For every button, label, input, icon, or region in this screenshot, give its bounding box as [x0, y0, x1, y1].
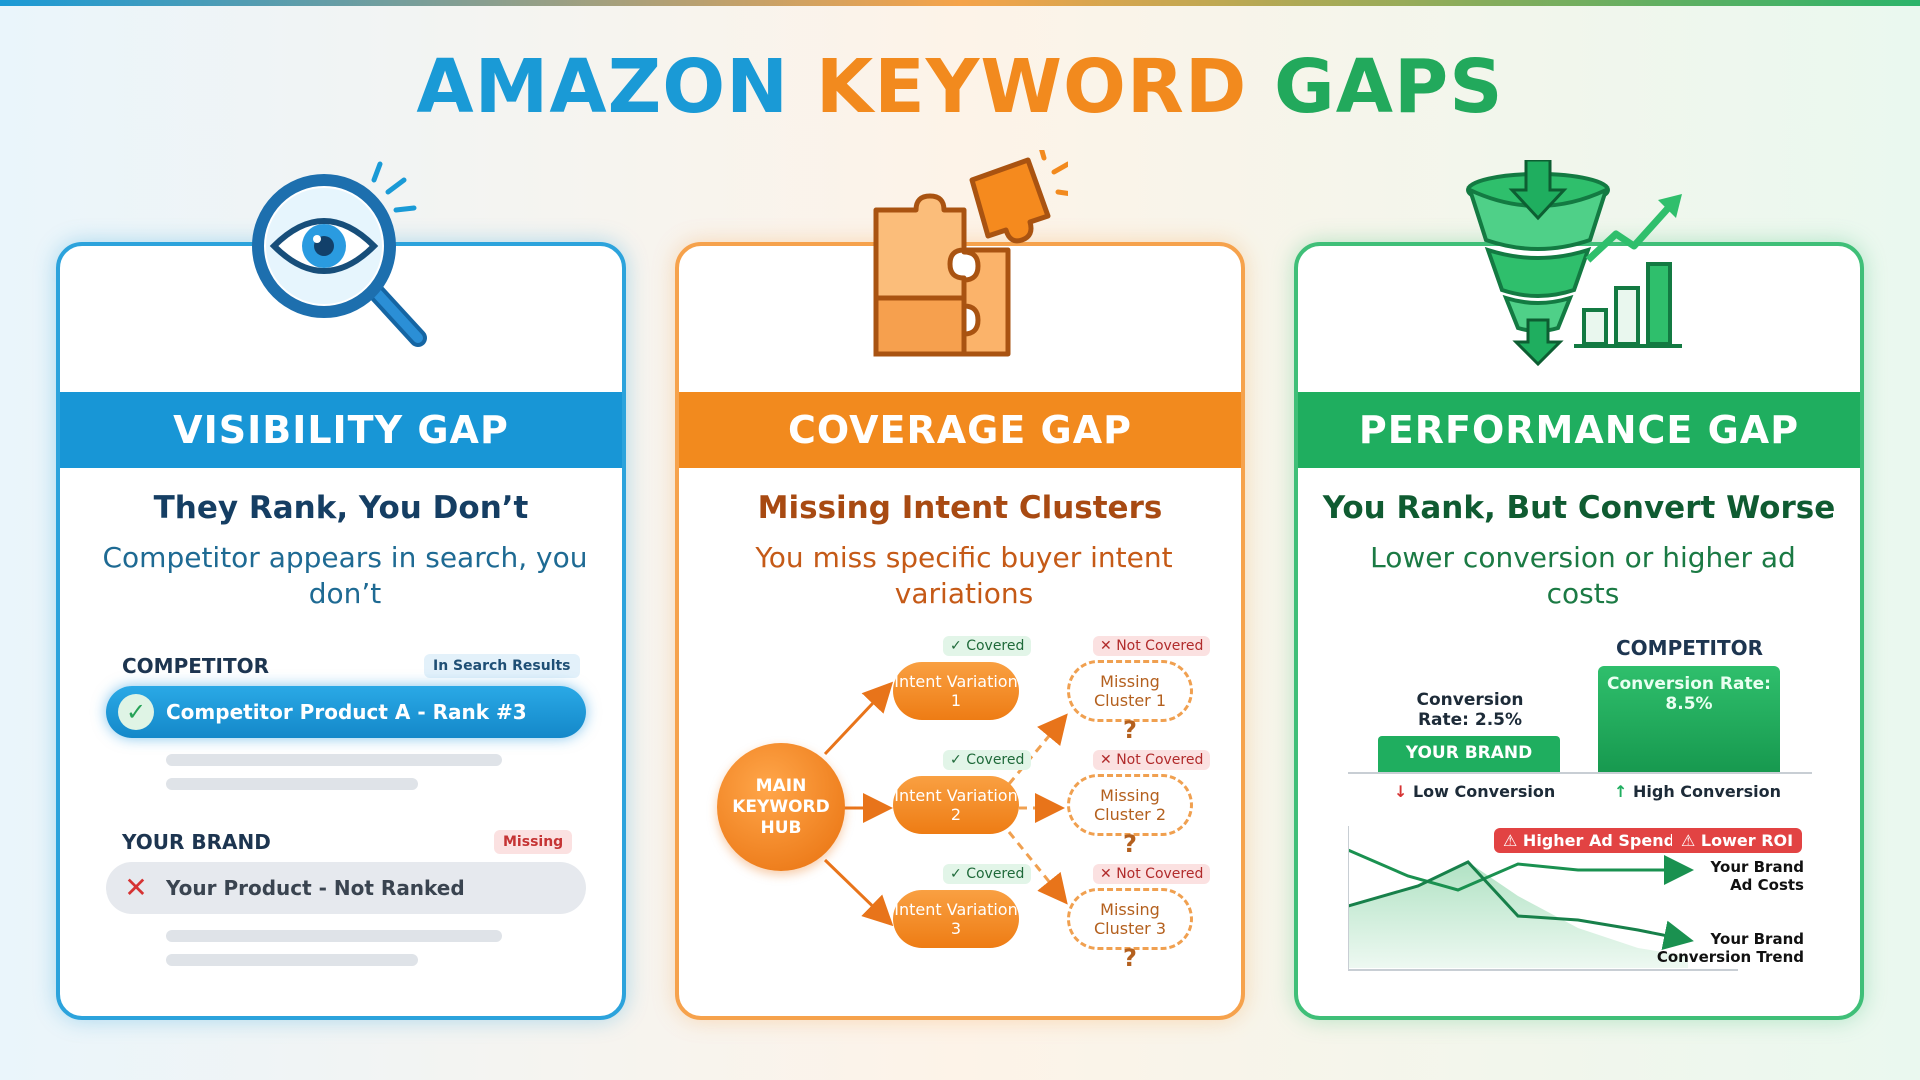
- main-keyword-hub: MAIN KEYWORD HUB: [717, 743, 845, 871]
- missing-cluster-3: Missing Cluster 3: [1067, 888, 1193, 950]
- in-search-results-chip: In Search Results: [424, 654, 580, 678]
- top-gradient-bar: [0, 0, 1920, 6]
- x-icon: ✕: [124, 871, 148, 904]
- your-product-text: Your Product - Not Ranked: [166, 876, 465, 900]
- intent-variation-2: Intent Variation 2: [893, 776, 1019, 834]
- performance-gap-description: Lower conversion or higher ad costs: [1370, 541, 1796, 610]
- coverage-connectors: [823, 681, 1068, 927]
- competitor-label: COMPETITOR: [122, 654, 270, 678]
- low-conversion-label: ↓ Low Conversion: [1394, 782, 1556, 801]
- ad-costs-line: [1348, 848, 1694, 892]
- intent-variation-3: Intent Variation 3: [893, 890, 1019, 948]
- coverage-gap-subtitle: Missing Intent Clusters: [757, 490, 1163, 526]
- coverage-gap-card: COVERAGE GAP Missing Intent Clusters You…: [675, 242, 1245, 1020]
- higher-ad-spend-warning: ⚠ Higher Ad Spend: [1494, 828, 1685, 853]
- visibility-gap-card: VISIBILITY GAP They Rank, You Don’t Comp…: [56, 242, 626, 1020]
- puzzle-icon: [868, 150, 1068, 360]
- competitor-product-text: Competitor Product A - Rank #3: [166, 700, 527, 724]
- covered-tag: ✓ Covered: [943, 750, 1032, 770]
- question-mark: ?: [1123, 830, 1137, 858]
- not-covered-tag: ✕ Not Covered: [1093, 750, 1211, 770]
- placeholder-line: [166, 954, 418, 966]
- coverage-gap-description: You miss specific buyer intent variation…: [755, 541, 1173, 610]
- missing-chip: Missing: [494, 830, 573, 854]
- magnifier-eye-icon: [246, 160, 436, 360]
- placeholder-line: [166, 778, 418, 790]
- down-arrow-icon: ↓: [1394, 782, 1408, 801]
- not-covered-tag: ✕ Not Covered: [1093, 864, 1211, 884]
- your-brand-label: YOUR BRAND: [122, 830, 271, 854]
- title-part-amazon: AMAZON: [416, 44, 790, 130]
- ad-costs-label: Your Brand Ad Costs: [1710, 858, 1804, 894]
- missing-cluster-1: Missing Cluster 1: [1067, 660, 1193, 722]
- placeholder-line: [166, 754, 502, 766]
- bar-baseline: [1348, 772, 1812, 774]
- high-conversion-label: ↑ High Conversion: [1614, 782, 1781, 801]
- competitor-conversion-bar: Conversion Rate: 8.5%: [1598, 666, 1780, 772]
- visibility-gap-description: Competitor appears in search, you don’t: [102, 541, 588, 610]
- not-covered-tag: ✕ Not Covered: [1093, 636, 1211, 656]
- warning-icon: ⚠: [1681, 831, 1696, 850]
- lower-roi-warning: ⚠ Lower ROI: [1672, 828, 1803, 853]
- coverage-gap-header: COVERAGE GAP: [679, 392, 1241, 468]
- competitor-label: COMPETITOR: [1616, 636, 1764, 660]
- your-product-pill: ✕ Your Product - Not Ranked: [106, 862, 586, 914]
- missing-cluster-2: Missing Cluster 2: [1067, 774, 1193, 836]
- up-arrow-icon: ↑: [1614, 782, 1628, 801]
- performance-gap-subtitle: You Rank, But Convert Worse: [1322, 490, 1836, 526]
- title-part-keyword: KEYWORD: [815, 44, 1248, 130]
- question-mark: ?: [1123, 944, 1137, 972]
- your-brand-conversion-bar: YOUR BRAND: [1378, 736, 1560, 772]
- warning-icon: ⚠: [1503, 831, 1518, 850]
- check-icon: ✓: [118, 694, 154, 730]
- performance-gap-header: PERFORMANCE GAP: [1298, 392, 1860, 468]
- conversion-trend-label: Your Brand Conversion Trend: [1656, 930, 1804, 966]
- title-part-gaps: GAPS: [1274, 44, 1504, 130]
- your-brand-conversion-text: Conversion Rate: 2.5%: [1416, 690, 1524, 730]
- trend-chart: [1348, 826, 1738, 971]
- visibility-gap-subtitle: They Rank, You Don’t: [153, 490, 529, 526]
- conversion-trend-line: [1348, 860, 1694, 951]
- covered-tag: ✓ Covered: [943, 636, 1032, 656]
- intent-variation-1: Intent Variation 1: [893, 662, 1019, 720]
- visibility-gap-header: VISIBILITY GAP: [60, 392, 622, 468]
- page-title: AMAZON KEYWORD GAPS: [0, 44, 1920, 130]
- question-mark: ?: [1123, 716, 1137, 744]
- performance-gap-card: PERFORMANCE GAP You Rank, But Convert Wo…: [1294, 242, 1864, 1020]
- funnel-growth-icon: [1466, 160, 1696, 370]
- covered-tag: ✓ Covered: [943, 864, 1032, 884]
- competitor-product-pill: ✓ Competitor Product A - Rank #3: [106, 686, 586, 738]
- placeholder-line: [166, 930, 502, 942]
